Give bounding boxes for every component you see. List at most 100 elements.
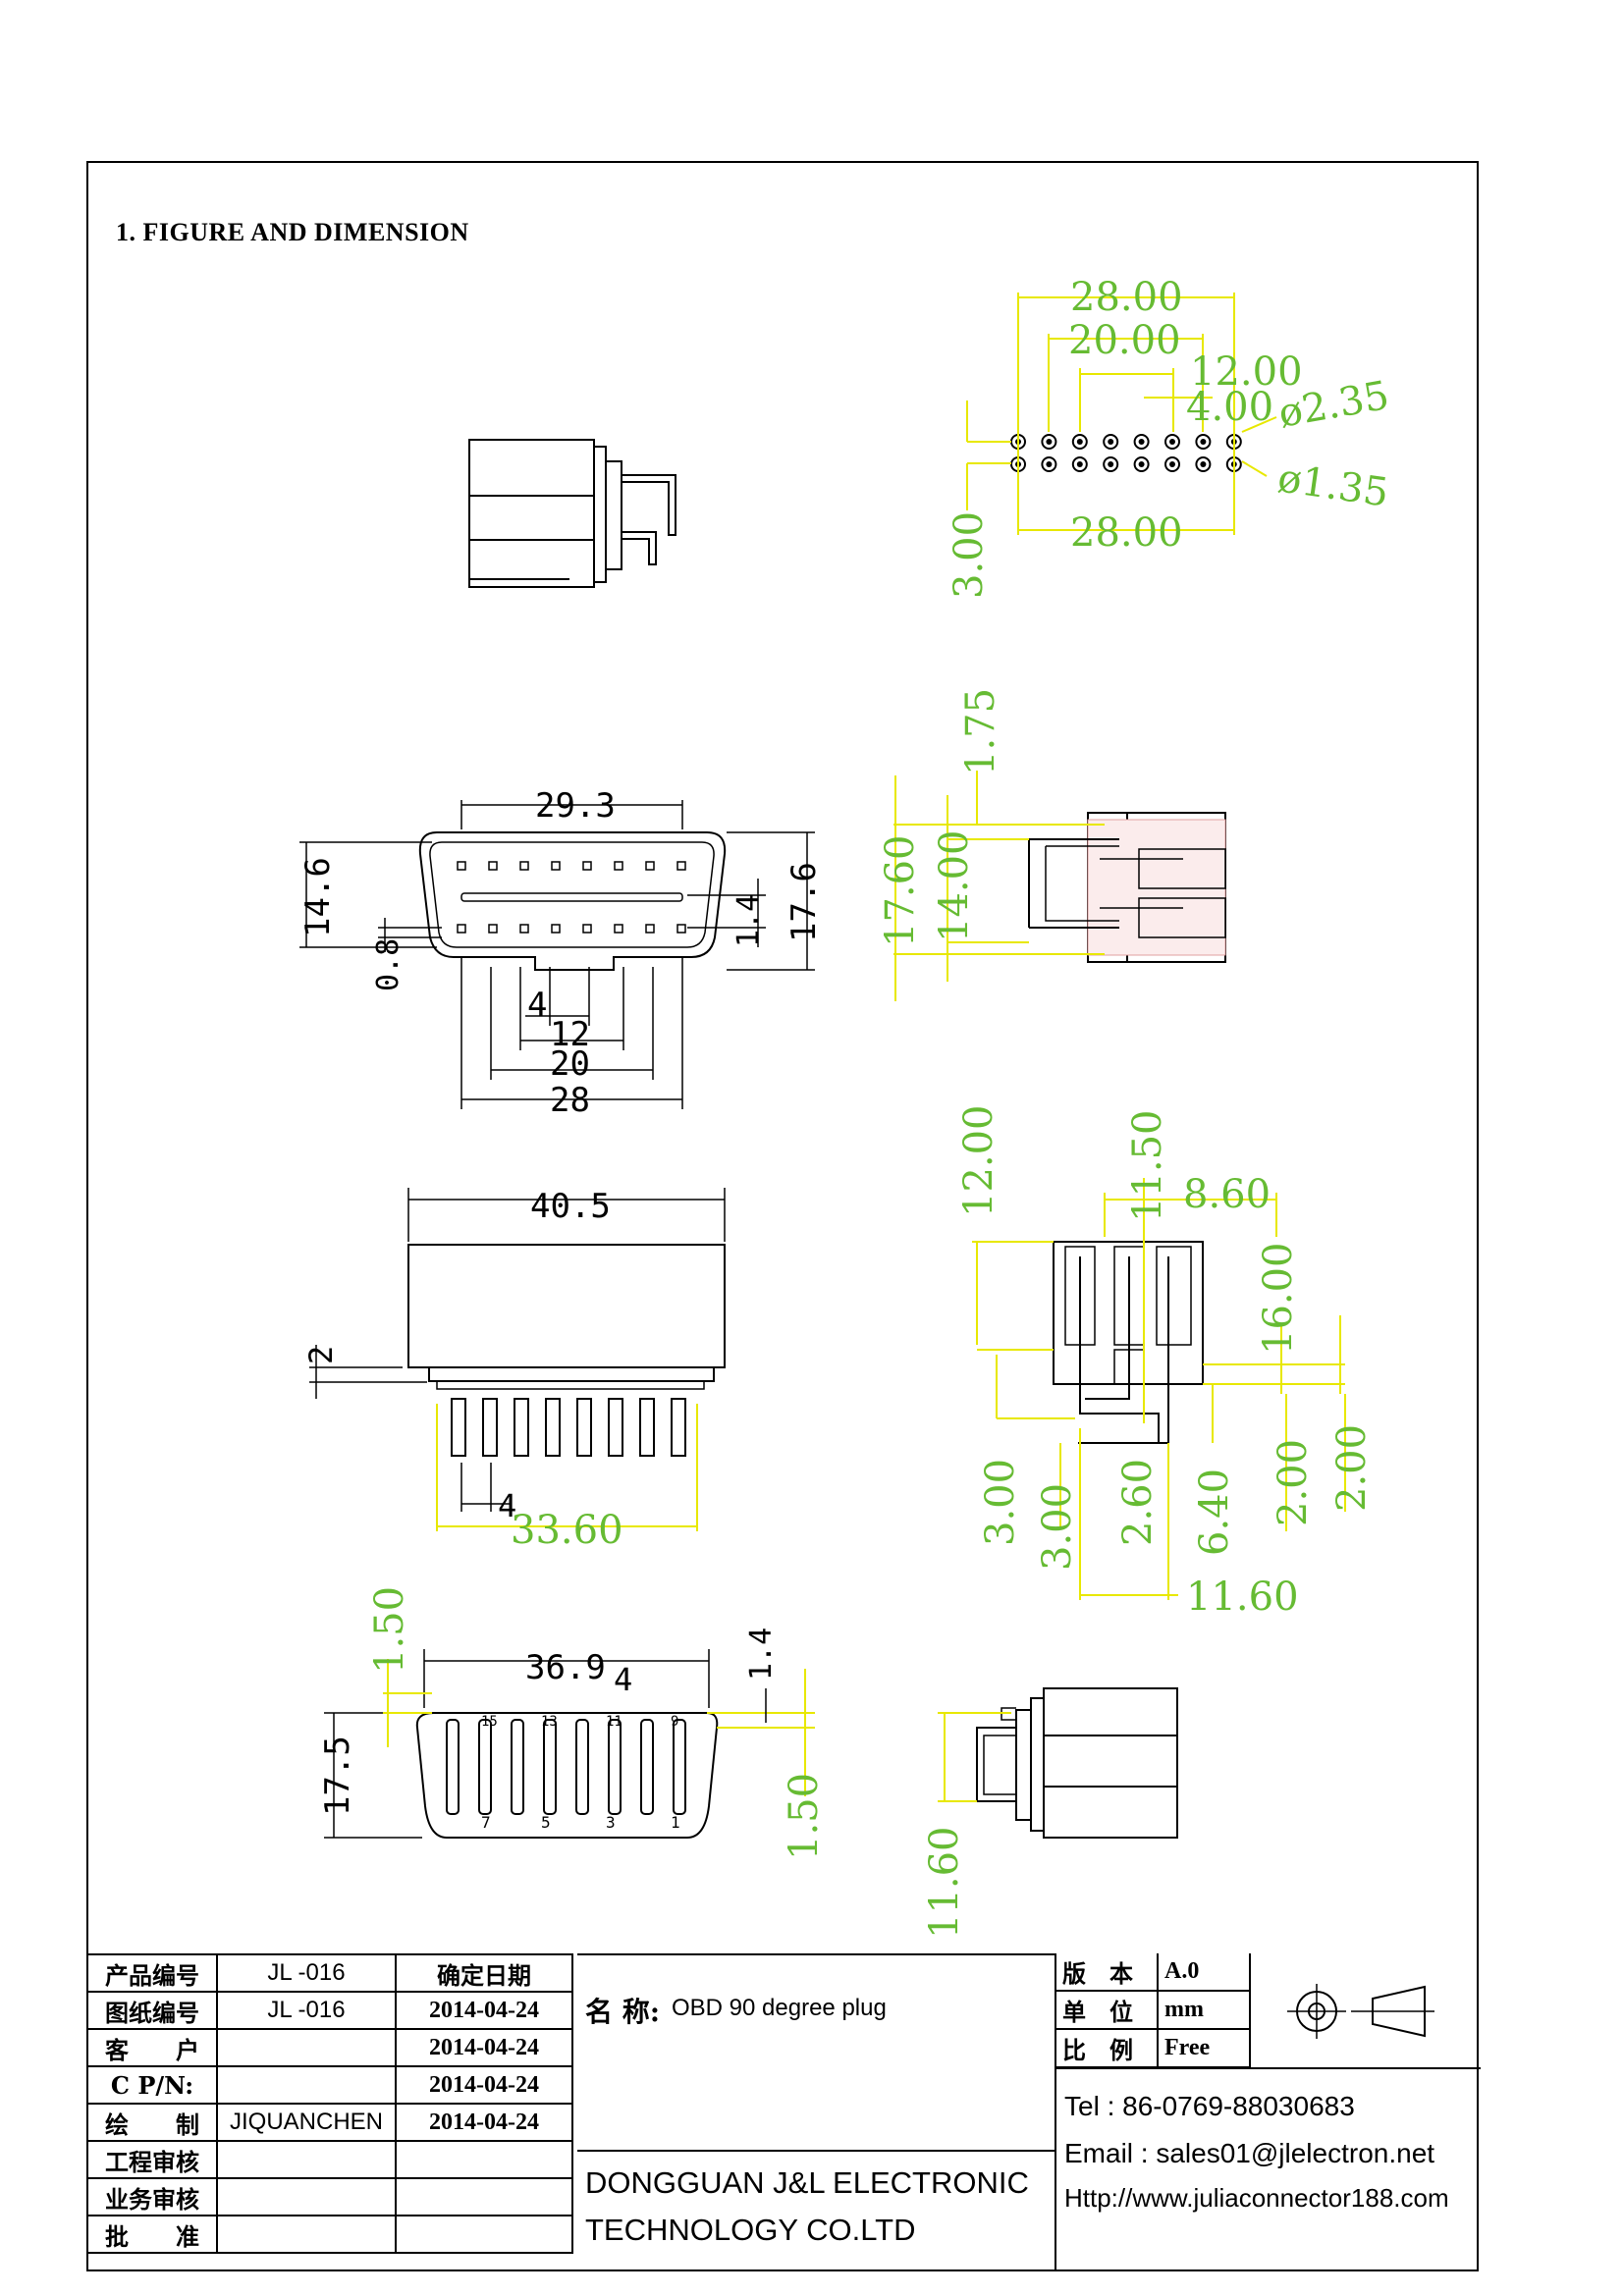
website[interactable]: Http://www.juliaconnector188.com (1064, 2183, 1449, 2213)
drawing-frame (86, 161, 1479, 2271)
side-view-bottom: 11.60 (922, 1687, 1178, 1939)
front-pin (519, 924, 529, 934)
rear-pin-label-9: 9 (671, 1714, 678, 1730)
tel: Tel : 86-0769-88030683 (1064, 2091, 1355, 2121)
info-value (216, 2028, 397, 2067)
dim-16-00: 16.00 (1256, 1242, 1301, 1355)
scale-value: Free (1158, 2029, 1251, 2068)
section-title: 1. FIGURE AND DIMENSION (116, 218, 469, 246)
dim-28-top: 28.00 (1070, 275, 1183, 320)
email: Email : sales01@jlelectron.net (1064, 2138, 1435, 2168)
pin-hole (1138, 461, 1145, 467)
dim-33-60: 33.60 (511, 1508, 623, 1553)
pin-hole (1138, 439, 1145, 445)
name-label: 名 称: (585, 1996, 661, 2028)
info-row: C P/N: 2014-04-24 (86, 2065, 573, 2105)
info-date (395, 2215, 573, 2254)
product-name: OBD 90 degree plug (672, 1995, 887, 2021)
dim-29-3: 29.3 (535, 786, 616, 826)
dim-20: 20.00 (1068, 318, 1181, 363)
dim-2-00-b: 2.00 (1329, 1424, 1375, 1512)
rear-pin (478, 1719, 492, 1815)
version-value: A.0 (1158, 1953, 1251, 1992)
pin-hole (1164, 456, 1180, 472)
rear-view: 36.9 4 1.4 1.50 1.50 17.5 7 5 3 1 15 13 … (318, 1586, 827, 1860)
info-date (395, 2177, 573, 2216)
info-label: C P/N: (86, 2065, 218, 2105)
dim-4-front: 4 (527, 986, 547, 1025)
pin-hole (1195, 434, 1212, 450)
dim-17-6: 17.6 (784, 862, 824, 942)
pin-hole (1041, 456, 1057, 472)
rear-pin-label-15: 15 (481, 1714, 498, 1730)
dim-1-4: 1.4 (731, 894, 766, 947)
front-pin (457, 861, 466, 871)
front-pin (582, 861, 592, 871)
dim-1-75: 1.75 (958, 688, 1003, 775)
rear-pin (543, 1719, 557, 1815)
rear-pin (673, 1719, 686, 1815)
pin-hole (1041, 434, 1057, 450)
dim-14-6: 14.6 (298, 857, 338, 937)
front-pin (551, 924, 561, 934)
info-value (216, 2140, 397, 2179)
info-label: 图纸编号 (86, 1991, 218, 2030)
bottom-pin (545, 1398, 561, 1457)
info-label: 客 户 (86, 2028, 218, 2067)
info-row: 业务审核 (86, 2177, 573, 2216)
info-label: 绘 制 (86, 2103, 218, 2142)
rear-pin-label-11: 11 (606, 1714, 622, 1730)
name-box: 名 称: OBD 90 degree plug (577, 1953, 1055, 2152)
dim-11-60-section: 11.60 (1186, 1575, 1299, 1620)
info-value: JL -016 (216, 1953, 397, 1993)
pin-hole (1071, 434, 1088, 450)
bottom-view: 40.5 2 4 33.60 (302, 1187, 726, 1553)
rear-pin (575, 1719, 589, 1815)
info-date: 确定日期 (395, 1953, 573, 1993)
dim-17-60: 17.60 (878, 834, 923, 947)
info-row: 批 准 (86, 2215, 573, 2254)
pin-hole (1133, 456, 1150, 472)
dim-0-8: 0.8 (371, 938, 406, 991)
dim-36-9: 36.9 (525, 1648, 606, 1687)
dim-8-60: 8.60 (1183, 1172, 1271, 1217)
dim-11-60-side: 11.60 (922, 1826, 967, 1939)
pin-hole (1169, 461, 1175, 467)
bottom-pin (576, 1398, 592, 1457)
pin-hole (1046, 439, 1053, 445)
dim-12-front: 12 (550, 1015, 590, 1054)
info-date: 2014-04-24 (395, 2065, 573, 2105)
dim-4-rear: 4 (614, 1661, 632, 1698)
dim-4-pitch: 4 (498, 1487, 516, 1524)
dim-28-front: 28 (550, 1081, 590, 1120)
rear-pin-label-13: 13 (541, 1714, 558, 1730)
pin-layout-view: 28.00 20.00 12.00 4.00 ø2.35 ø1.35 28.00… (947, 275, 1392, 599)
front-pin (457, 924, 466, 934)
company-box: DONGGUAN J&L ELECTRONIC TECHNOLOGY CO.LT… (577, 2150, 1055, 2273)
pin-hole (1076, 439, 1083, 445)
spec-table: 版 本 A.0 单 位 mm 比 例 Free (1056, 1953, 1251, 2068)
rear-pin (446, 1719, 460, 1815)
dim-14-00: 14.00 (932, 829, 977, 942)
info-value: JL -016 (216, 1991, 397, 2030)
company-line-1: DONGGUAN J&L ELECTRONIC (585, 2165, 1029, 2200)
dim-40-5: 40.5 (530, 1187, 611, 1226)
rear-pin (608, 1719, 622, 1815)
dim-1-4-rear: 1.4 (744, 1628, 779, 1681)
front-pin (645, 861, 655, 871)
info-date (395, 2140, 573, 2179)
front-view: 29.3 14.6 17.6 1.4 0.8 4 12 20 28 (298, 786, 824, 1120)
info-value: JIQUANCHEN (216, 2103, 397, 2142)
dim-4: 4.00 (1186, 385, 1273, 430)
bottom-pin (482, 1398, 498, 1457)
side-view-top (468, 439, 676, 588)
side-view-right: 1.75 17.60 14.00 (878, 688, 1226, 1001)
pin-hole (1108, 439, 1114, 445)
contact-box: Tel : 86-0769-88030683 Email : sales01@j… (1056, 2067, 1481, 2273)
front-pin (614, 924, 623, 934)
